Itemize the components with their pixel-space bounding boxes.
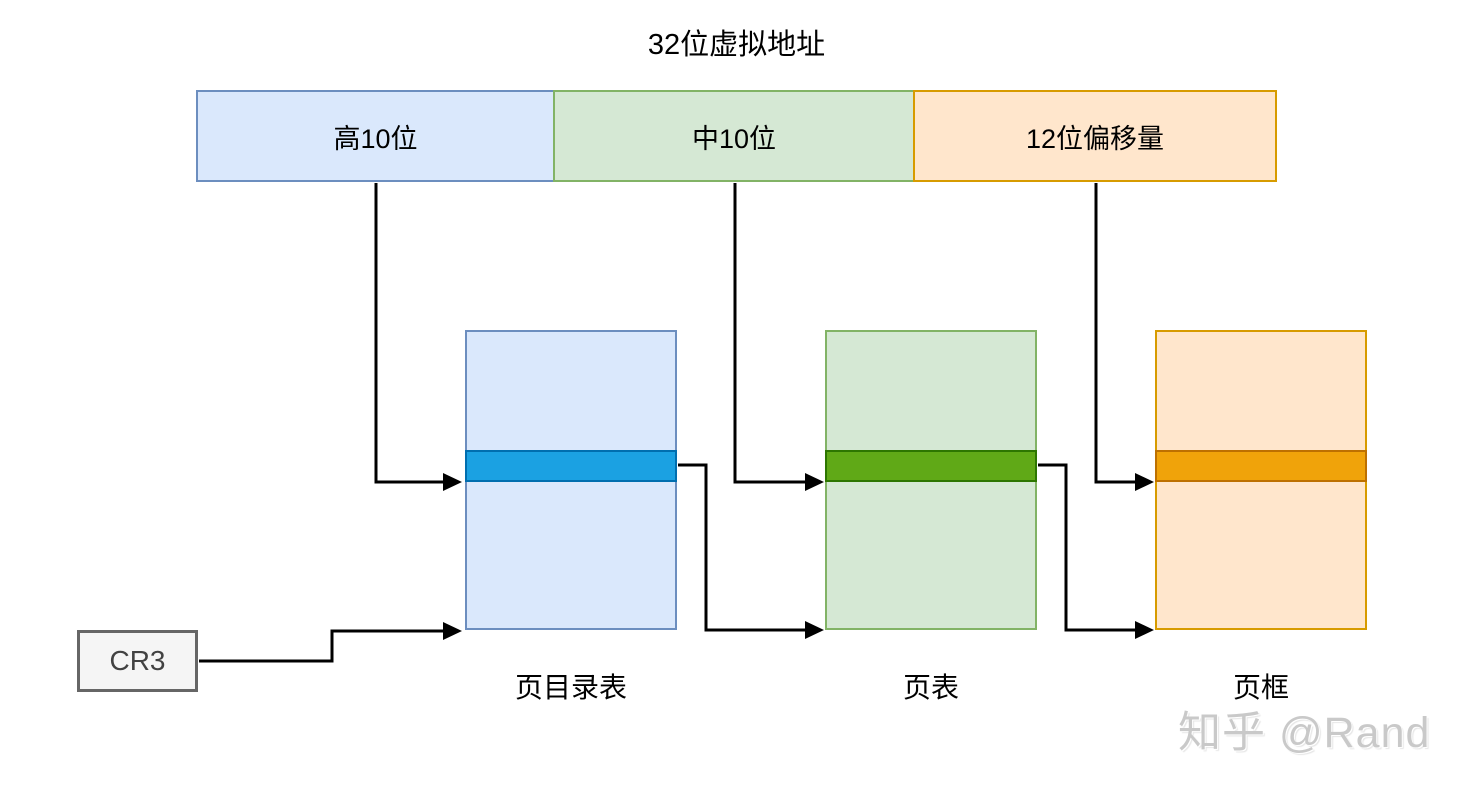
segment-offset-12-bits-label: 12位偏移量 bbox=[1025, 123, 1165, 154]
zhihu-watermark: 知乎 @Rand bbox=[1178, 709, 1431, 757]
page-frame-label: 页框 bbox=[1232, 672, 1289, 703]
connector-pte-to-page-frame bbox=[1038, 463, 1136, 632]
segment-middle-10-bits: 中10位 bbox=[553, 90, 915, 182]
page-directory-table bbox=[465, 330, 677, 630]
cr3-register-label: CR3 bbox=[109, 645, 166, 676]
segment-high-10-bits: 高10位 bbox=[196, 90, 555, 182]
arrowhead-pte-to-page-frame bbox=[1135, 621, 1154, 639]
page-frame-selected-entry bbox=[1155, 450, 1367, 482]
virtual-address-bar: 高10位 中10位 12位偏移量 bbox=[196, 90, 1277, 182]
connector-offset12-to-page-frame bbox=[1094, 183, 1136, 484]
page-directory-table-label: 页目录表 bbox=[514, 672, 627, 703]
arrowhead-offset12-to-page-frame bbox=[1135, 473, 1154, 491]
virtual-address-title: 32位虚拟地址 bbox=[647, 29, 826, 61]
connector-cr3-to-page-directory bbox=[199, 629, 444, 663]
page-table-label: 页表 bbox=[902, 672, 959, 703]
arrowhead-pde-to-page-table bbox=[805, 621, 824, 639]
segment-high-10-bits-label: 高10位 bbox=[333, 123, 418, 154]
page-frame bbox=[1155, 330, 1367, 630]
page-table-selected-entry bbox=[825, 450, 1037, 482]
arrowhead-cr3-to-page-directory bbox=[443, 622, 462, 640]
page-table bbox=[825, 330, 1037, 630]
connector-high10-to-page-directory bbox=[374, 183, 444, 484]
connector-pde-to-page-table bbox=[678, 463, 806, 632]
cr3-register-box: CR3 bbox=[77, 630, 198, 692]
arrowhead-mid10-to-page-table bbox=[805, 473, 824, 491]
arrowhead-high10-to-page-directory bbox=[443, 473, 462, 491]
segment-offset-12-bits: 12位偏移量 bbox=[913, 90, 1277, 182]
segment-middle-10-bits-label: 中10位 bbox=[691, 123, 777, 154]
connector-mid10-to-page-table bbox=[733, 183, 806, 484]
page-directory-selected-entry bbox=[465, 450, 677, 482]
